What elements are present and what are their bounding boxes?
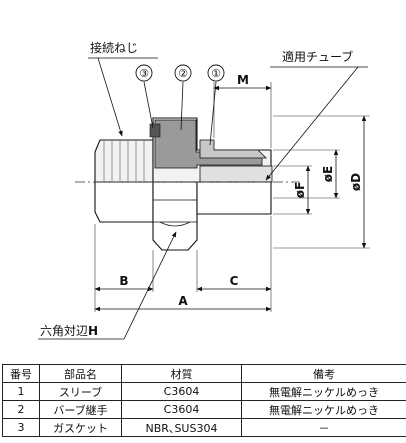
leader-lines <box>38 57 368 340</box>
dim-F: øF <box>293 182 307 198</box>
sleeve-section <box>199 139 267 159</box>
tube-section <box>199 165 273 183</box>
table-row: 1 スリーブ C3604 無電解ニッケルめっき <box>2 382 406 401</box>
cell-part-name: バーブ継手 <box>39 400 122 419</box>
tube-label: 適用チューブ <box>282 49 353 64</box>
callout-3: ③ <box>139 67 149 80</box>
parts-table: 番号 部品名 材質 備考 1 スリーブ C3604 無電解ニッケルめっき 2 バ… <box>2 364 406 437</box>
hex-label: 六角対辺H <box>40 324 98 338</box>
table-header-row: 番号 部品名 材質 備考 <box>2 364 406 383</box>
fitting-drawing: 接続ねじ 適用チューブ ③ ② ① M B C A øF øE øD 六角対辺H <box>38 40 370 340</box>
cell-remarks: 無電解ニッケルめっき <box>241 382 406 401</box>
dim-E: øE <box>321 166 335 182</box>
thread-hatch <box>103 141 145 181</box>
cell-number: 2 <box>2 400 40 419</box>
header-part-name: 部品名 <box>39 364 122 383</box>
fitting-body-lower <box>94 181 272 251</box>
hex-label-text: 六角対辺 <box>40 324 88 338</box>
dim-M: M <box>237 73 249 87</box>
table-row: 3 ガスケット NBR､SUS304 － <box>2 418 406 437</box>
thread-label: 接続ねじ <box>90 40 138 55</box>
header-number: 番号 <box>2 364 40 383</box>
cell-material: NBR､SUS304 <box>121 418 242 437</box>
cell-material: C3604 <box>121 400 242 419</box>
cell-number: 3 <box>2 418 40 437</box>
cell-material: C3604 <box>121 382 242 401</box>
dim-D: øD <box>349 173 363 191</box>
header-material: 材質 <box>121 364 242 383</box>
cell-remarks: 無電解ニッケルめっき <box>241 400 406 419</box>
dim-A: A <box>178 294 188 308</box>
dim-B: B <box>119 274 128 288</box>
cell-number: 1 <box>2 382 40 401</box>
header-remarks: 備考 <box>241 364 406 383</box>
callout-circles <box>135 64 225 82</box>
table-row: 2 バーブ継手 C3604 無電解ニッケルめっき <box>2 400 406 419</box>
gasket-section <box>149 123 161 138</box>
cell-remarks: － <box>241 418 406 437</box>
dim-C: C <box>230 274 239 288</box>
cell-part-name: スリーブ <box>39 382 122 401</box>
dimension-arrows <box>94 85 367 312</box>
hex-label-symbol: H <box>88 324 98 338</box>
hex-flats <box>153 199 197 227</box>
callout-1: ① <box>211 67 221 80</box>
cell-part-name: ガスケット <box>39 418 122 437</box>
callout-2: ② <box>178 67 188 80</box>
